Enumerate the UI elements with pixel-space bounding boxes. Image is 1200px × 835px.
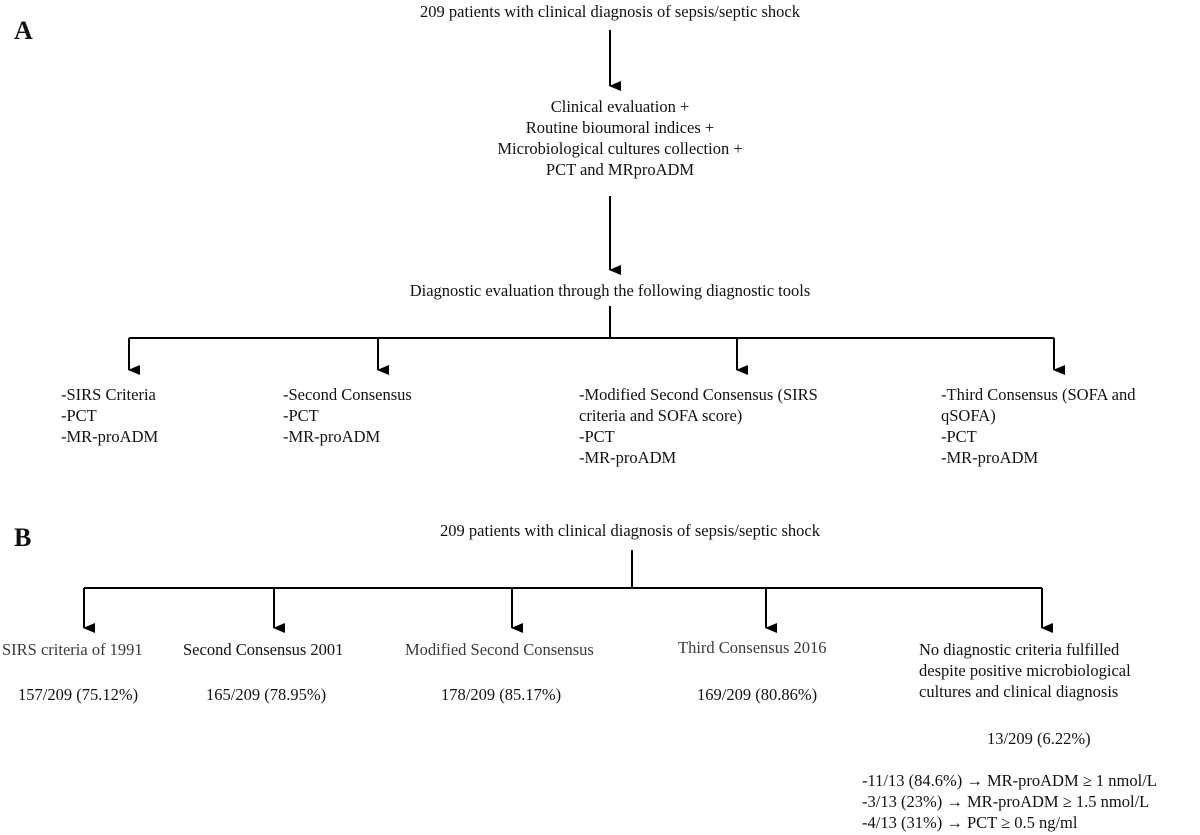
- branch-line: -PCT: [579, 427, 615, 446]
- panel-b-findings: -11/13 (84.6%) → MR-proADM ≥ 1 nmol/L -3…: [862, 770, 1157, 833]
- panel-b-branch-second-title: Second Consensus 2001: [183, 640, 344, 659]
- branch-line: -SIRS Criteria: [61, 385, 156, 404]
- panel-b-branch-none-title: No diagnostic criteria fulfilled despite…: [919, 639, 1131, 702]
- eval-line: Routine bioumoral indices +: [525, 118, 715, 137]
- branch-line: -PCT: [61, 406, 97, 425]
- branch-line: No diagnostic criteria fulfilled: [919, 640, 1120, 659]
- eval-line: Microbiological cultures collection +: [497, 139, 743, 158]
- panel-a-evaluation-box: Clinical evaluation + Routine bioumoral …: [380, 96, 860, 180]
- finding-line: -3/13 (23%) → MR-proADM ≥ 1.5 nmol/L: [862, 792, 1150, 811]
- branch-line: despite positive microbiological: [919, 661, 1131, 680]
- branch-line: -MR-proADM: [61, 427, 159, 446]
- branch-line: qSOFA): [941, 406, 996, 425]
- finding-line: -4/13 (31%) → PCT ≥ 0.5 ng/ml: [862, 813, 1078, 832]
- branch-line: -Second Consensus: [283, 385, 412, 404]
- branch-line: criteria and SOFA score): [579, 406, 743, 425]
- finding-line: -11/13 (84.6%) → MR-proADM ≥ 1 nmol/L: [862, 771, 1157, 790]
- branch-line: -MR-proADM: [579, 448, 677, 467]
- branch-line: -MR-proADM: [941, 448, 1039, 467]
- panel-a-branch-sirs: -SIRS Criteria -PCT -MR-proADM: [61, 384, 158, 447]
- panel-b-branch-third-count: 169/209 (80.86%): [697, 685, 818, 704]
- panel-b-branch-second-count: 165/209 (78.95%): [206, 685, 327, 704]
- panel-b-branch-sirs-title: SIRS criteria of 1991: [2, 640, 143, 659]
- panel-b-branch-sirs-count: 157/209 (75.12%): [18, 685, 139, 704]
- branch-line: -PCT: [941, 427, 977, 446]
- branch-line: -MR-proADM: [283, 427, 381, 446]
- branch-line: -Modified Second Consensus (SIRS: [579, 385, 818, 404]
- branch-line: -Third Consensus (SOFA and: [941, 385, 1136, 404]
- branch-line: -PCT: [283, 406, 319, 425]
- panel-b-branch-none-count: 13/209 (6.22%): [987, 729, 1091, 748]
- panel-b-branch-third-title: Third Consensus 2016: [678, 638, 827, 657]
- panel-a-branch-modified-second-consensus: -Modified Second Consensus (SIRS criteri…: [579, 384, 818, 468]
- eval-line: PCT and MRproADM: [545, 160, 695, 179]
- panel-b-branch-modified-count: 178/209 (85.17%): [441, 685, 562, 704]
- branch-line: cultures and clinical diagnosis: [919, 682, 1119, 701]
- panel-a-diagnostic-box: Diagnostic evaluation through the follow…: [409, 281, 811, 300]
- panel-a-branch-third-consensus: -Third Consensus (SOFA and qSOFA) -PCT -…: [941, 384, 1136, 468]
- panel-b-branch-modified-title: Modified Second Consensus: [405, 640, 594, 659]
- panel-a-top-box: 209 patients with clinical diagnosis of …: [420, 2, 800, 21]
- panel-b-top-box: 209 patients with clinical diagnosis of …: [440, 521, 820, 540]
- panel-a-branch-second-consensus: -Second Consensus -PCT -MR-proADM: [283, 384, 412, 447]
- panel-b-label: B: [14, 523, 32, 552]
- panel-a-label: A: [14, 16, 33, 45]
- eval-line: Clinical evaluation +: [550, 97, 690, 116]
